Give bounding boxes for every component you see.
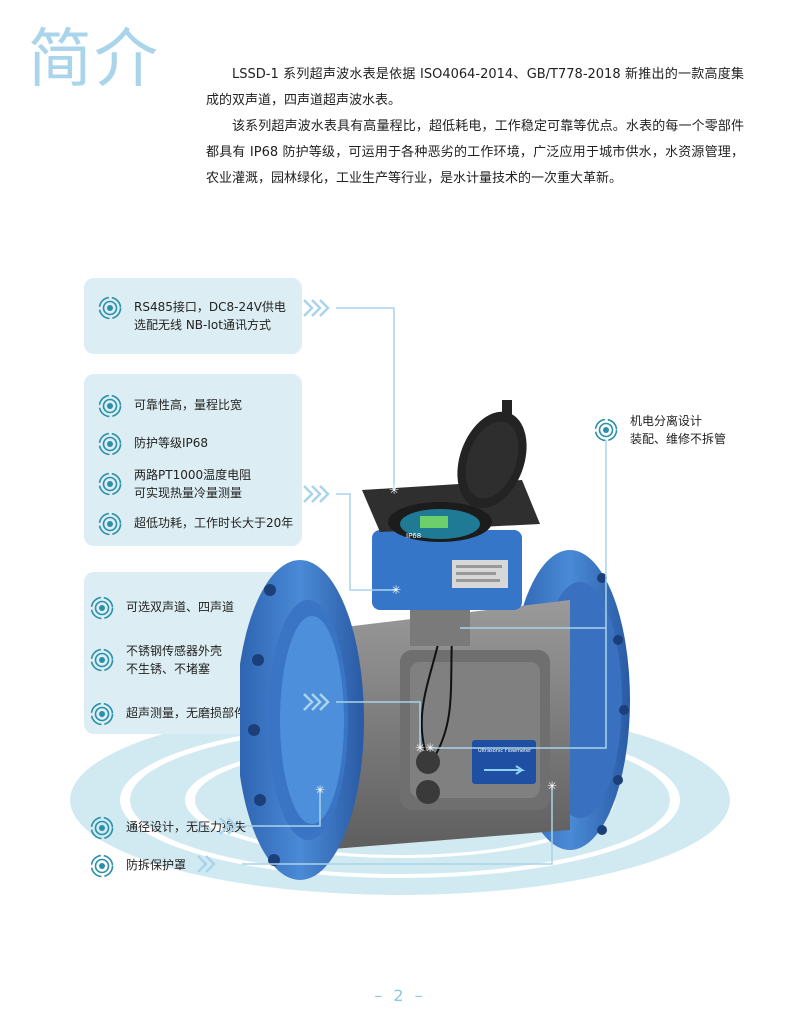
concentric-target-icon	[90, 596, 114, 620]
svg-text:✳: ✳	[547, 779, 557, 793]
feature-pt1000: 两路PT1000温度电阻 可实现热量冷量测量	[98, 466, 251, 502]
feature-protection: 防护等级IP68	[98, 432, 209, 456]
concentric-target-icon	[98, 512, 122, 536]
feature-label: 两路PT1000温度电阻 可实现热量冷量测量	[134, 468, 252, 500]
feature-label: 通径设计，无压力损失	[126, 820, 247, 834]
feature-label: 防护等级IP68	[134, 436, 209, 450]
feature-communication: RS485接口，DC8-24V供电 选配无线 NB-Iot通讯方式	[98, 296, 286, 334]
concentric-target-icon	[98, 432, 122, 456]
svg-text:✳: ✳	[315, 783, 325, 797]
svg-text:✳: ✳	[415, 741, 425, 755]
feature-low-power: 超低功耗，工作时长大于20年	[98, 512, 294, 536]
concentric-target-icon	[594, 418, 618, 442]
display-label: IP68	[406, 532, 421, 540]
feature-separation: 机电分离设计 装配、维修不拆管	[594, 412, 726, 448]
feature-label: 防拆保护罩	[126, 858, 187, 872]
feature-label: 机电分离设计 装配、维修不拆管	[630, 414, 727, 446]
nameplate	[472, 740, 536, 784]
double-chevron-icon	[197, 299, 330, 873]
page-title: 简介	[28, 23, 160, 97]
intro-paragraph-1: LSSD-1 系列超声波水表是依据 ISO4064-2014、GB/T778-2…	[206, 67, 744, 108]
water-meter-illustration: Ultrasonic Flowmeter IP68	[240, 400, 630, 880]
panel-communication	[84, 278, 302, 354]
page-number: – 2 –	[374, 986, 426, 1005]
concentric-target-icon	[90, 702, 114, 726]
svg-text:✳: ✳	[425, 741, 435, 755]
feature-tamper: 防拆保护罩	[90, 854, 187, 878]
feature-full-bore: 通径设计，无压力损失	[90, 816, 247, 840]
intro-paragraph-2: 该系列超声波水表具有高量程比，超低耗电，工作稳定可靠等优点。水表的每一个零部件都…	[206, 119, 744, 186]
concentric-target-icon	[90, 854, 114, 878]
feature-label: 可靠性高，量程比宽	[134, 398, 243, 412]
concentric-target-icon	[98, 394, 122, 418]
svg-text:✳: ✳	[391, 583, 401, 597]
nameplate-text: Ultrasonic Flowmeter	[478, 748, 532, 754]
feature-label: 超声测量，无磨损部件	[126, 706, 247, 720]
feature-reliability: 可靠性高，量程比宽	[98, 394, 243, 418]
feature-label: 超低功耗，工作时长大于20年	[134, 516, 294, 530]
concentric-target-icon	[90, 816, 114, 840]
feature-label: RS485接口，DC8-24V供电 选配无线 NB-Iot通讯方式	[134, 300, 286, 332]
feature-label: 可选双声道、四声道	[126, 600, 235, 614]
feature-ultrasonic: 超声测量，无磨损部件	[90, 702, 247, 726]
concentric-target-icon	[90, 648, 114, 672]
feature-stainless: 不锈钢传感器外壳 不生锈、不堵塞	[90, 642, 222, 678]
feature-label: 不锈钢传感器外壳 不生锈、不堵塞	[126, 644, 223, 676]
feature-channels: 可选双声道、四声道	[90, 596, 235, 620]
concentric-target-icon	[98, 472, 122, 496]
svg-text:✳: ✳	[389, 483, 399, 497]
intro-text: LSSD-1 系列超声波水表是依据 ISO4064-2014、GB/T778-2…	[206, 62, 744, 192]
concentric-target-icon	[98, 296, 122, 320]
